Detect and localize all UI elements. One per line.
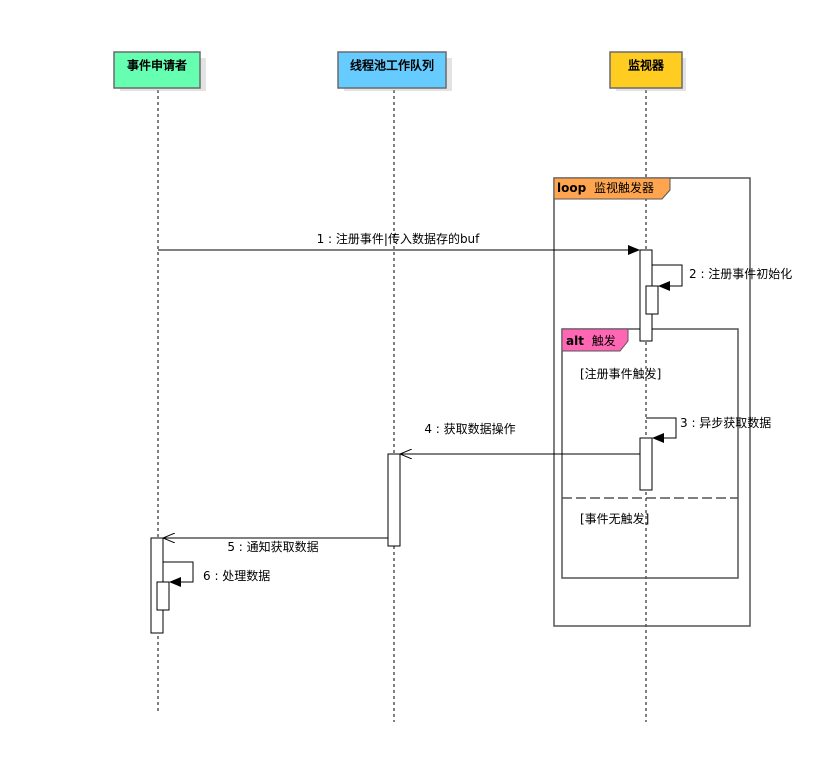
participant-p2-label: 线程池工作队列: [350, 58, 434, 73]
activation-p3-nested-1[interactable]: [645, 285, 659, 315]
alt-tab: [561, 328, 629, 352]
loop-keyword: loop: [557, 181, 587, 195]
loop-label: 监视触发器: [594, 180, 654, 195]
loop-frame: [553, 177, 751, 627]
message-m2-label: 2 : 注册事件初始化: [689, 266, 792, 281]
loop-fragment: loop 监视触发器: [553, 177, 751, 627]
message-m5-label: 5 : 通知获取数据: [227, 539, 318, 554]
alt-guard-1: [注册事件触发]: [580, 366, 661, 381]
loop-tab-label: loop 监视触发器: [557, 180, 654, 195]
alt-guard-2: [事件无触发]: [580, 511, 649, 526]
message-m3[interactable]: 3 : 异步获取数据: [646, 415, 771, 443]
message-m2[interactable]: 2 : 注册事件初始化: [652, 264, 792, 291]
participant-p2[interactable]: 线程池工作队列: [337, 51, 452, 91]
activation-p3-nested-2[interactable]: [639, 437, 653, 491]
message-m1[interactable]: 1 : 注册事件|传入数据存的buf: [158, 231, 640, 255]
loop-tab: [553, 177, 671, 200]
alt-keyword: alt: [566, 334, 584, 348]
participant-p3-label: 监视器: [628, 58, 665, 73]
message-m5[interactable]: 5 : 通知获取数据: [164, 538, 388, 554]
participant-p1-label: 事件申请者: [127, 58, 187, 73]
message-m3-label: 3 : 异步获取数据: [680, 415, 771, 430]
alt-label: 触发: [592, 333, 616, 348]
message-m6-label: 6 : 处理数据: [203, 568, 270, 583]
participant-p1[interactable]: 事件申请者: [113, 51, 206, 91]
activation-p2[interactable]: [387, 453, 401, 547]
message-m1-label: 1 : 注册事件|传入数据存的buf: [317, 231, 481, 246]
participant-p3[interactable]: 监视器: [609, 51, 686, 91]
message-m6-arrow: [163, 561, 194, 587]
alt-tab-label: alt 触发: [566, 333, 616, 348]
message-m6[interactable]: 6 : 处理数据: [163, 561, 270, 587]
message-m3-arrow: [646, 417, 677, 443]
activation-p1-nested[interactable]: [156, 581, 170, 611]
message-m4-label: 4 : 获取数据操作: [424, 421, 515, 436]
message-m4[interactable]: 4 : 获取数据操作: [401, 421, 640, 454]
message-m2-arrow: [652, 264, 683, 291]
